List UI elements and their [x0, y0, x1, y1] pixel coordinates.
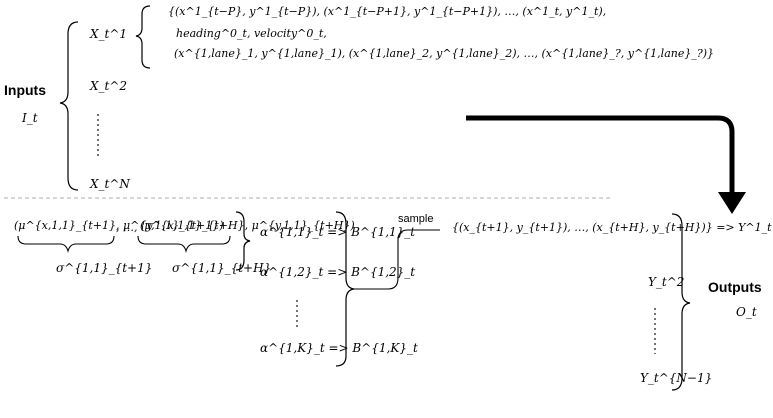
- mu-first: (μ^{x,1,1}_{t+1}, μ^{y,1,1}_{t+1}): [14, 219, 224, 232]
- sigma-last: σ^{1,1}_{t+H}: [172, 261, 272, 275]
- input-agent-1: X_t^1: [90, 27, 128, 41]
- outputs-title: Outputs: [708, 279, 762, 295]
- input-agent-2: X_t^2: [90, 79, 128, 93]
- inputs-brace: [59, 21, 79, 191]
- input-agent-n: X_t^N: [90, 177, 130, 191]
- features-brace: [135, 5, 151, 69]
- mode-1: α^{1,1}_t => B^{1,1}_t: [260, 225, 416, 239]
- sampled-trajectory: {(x_{t+1}, y_{t+1}), …, (x_{t+H}, y_{t+H…: [452, 221, 772, 234]
- mode-2: α^{1,2}_t => B^{1,2}_t: [260, 265, 416, 279]
- mu-last: (μ^{x,1,1}_{t+H}, μ^{y,1,1}_{t+H}): [140, 219, 355, 232]
- sample-label: sample: [398, 213, 434, 225]
- sigma-first: σ^{1,1}_{t+1}: [56, 261, 153, 275]
- inputs-title: Inputs: [4, 82, 46, 98]
- distribution-brace: [235, 211, 251, 271]
- flow-arrowhead: [718, 192, 746, 214]
- output-agent-2: Y_t^2: [648, 275, 685, 289]
- flow-arrow: [466, 115, 735, 196]
- outputs-brace: [671, 213, 691, 391]
- features-line-2: heading^0_t, velocity^0_t,: [176, 27, 327, 40]
- outputs-symbol: O_t: [736, 305, 757, 319]
- output-agent-n-minus-1: Y_t^{N−1}: [640, 371, 713, 385]
- sample-connector: [354, 229, 440, 290]
- inputs-symbol: I_t: [22, 111, 38, 125]
- features-line-1: {(x^1_{t−P}, y^1_{t−P}), (x^1_{t−P+1}, y…: [168, 5, 607, 18]
- mode-k: α^{1,K}_t => B^{1,K}_t: [260, 341, 418, 355]
- underbrace-first: [17, 235, 115, 253]
- underbrace-last: [137, 235, 231, 253]
- mu-separator: , …,: [116, 221, 138, 234]
- features-line-3: (x^{1,lane}_1, y^{1,lane}_1), (x^{1,lane…: [174, 47, 715, 60]
